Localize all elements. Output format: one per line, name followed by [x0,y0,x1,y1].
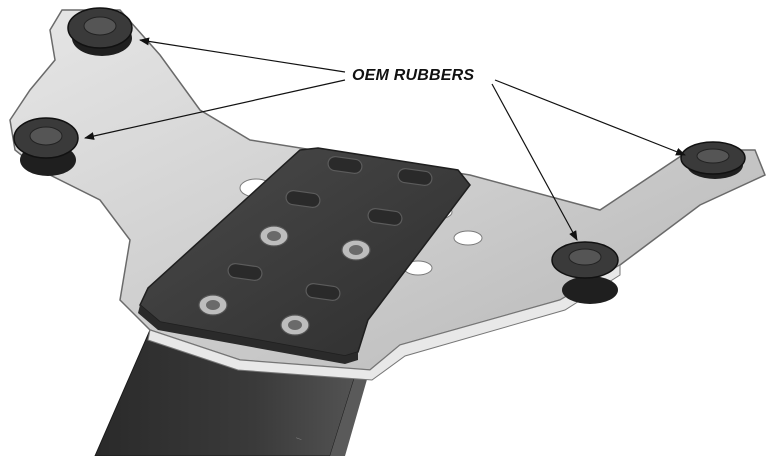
callout-arrows [84,37,686,241]
callout-label: OEM RUBBERS [352,67,474,84]
svg-text:|: | [296,437,302,441]
bolt-insert [198,294,228,316]
rubber-grommet [680,141,746,179]
top-plate [138,147,471,364]
arrow-top-left [139,37,346,73]
rubber-grommet [551,241,619,304]
rubber-grommet [67,7,133,56]
bolt-insert [341,239,371,261]
rubber-grommet [13,117,79,176]
arrow-right [494,79,686,156]
bolt-insert [280,314,310,336]
arrow-lower-right [491,83,578,241]
bolt-insert [259,225,289,247]
arrow-left [84,79,346,140]
